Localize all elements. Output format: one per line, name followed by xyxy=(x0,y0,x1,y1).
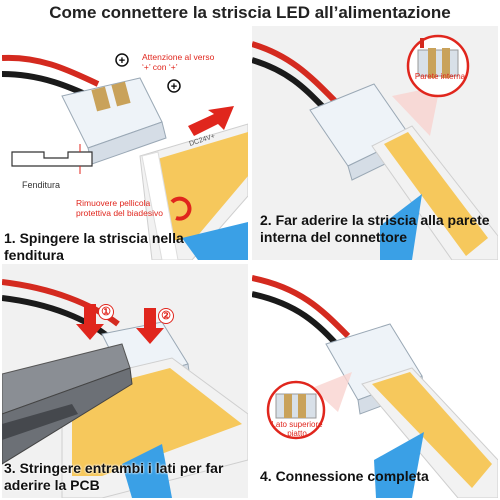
pliers xyxy=(2,343,133,465)
press-arrow-icon-1 xyxy=(76,304,104,340)
plus-icon-2 xyxy=(167,79,181,93)
step-2-caption: 2. Far aderire la striscia alla parete i… xyxy=(260,212,490,245)
plus-icon xyxy=(115,53,129,67)
slot-diagram xyxy=(11,144,93,174)
page-title: Come connettere la striscia LED all’alim… xyxy=(49,3,451,22)
step-4-panel: Lato superiore piatto 4. Connessione com… xyxy=(252,264,498,498)
step-3-illustration xyxy=(2,279,248,498)
inset-magnifier xyxy=(392,34,470,136)
step-2-panel: Parete interna 2. Far aderire la strisci… xyxy=(252,26,498,260)
step-3-panel: ① ② 3. Stringere entrambi i lati per far… xyxy=(2,264,248,498)
marker-two: ② xyxy=(158,308,174,324)
step-1-illustration: + + DC24V+ xyxy=(2,53,248,260)
protective-film xyxy=(374,432,424,498)
step-3-caption: 3. Stringere entrambi i lati per far ade… xyxy=(4,460,224,493)
svg-text:+: + xyxy=(119,55,125,67)
marker-one: ① xyxy=(98,304,114,320)
led-strip xyxy=(361,367,498,498)
push-arrow-icon xyxy=(188,106,234,136)
step-2-illustration xyxy=(252,34,498,260)
step-1-caption: 1. Spingere la striscia nella fenditura xyxy=(4,230,184,260)
step-4-caption: 4. Connessione completa xyxy=(260,468,429,484)
step-1-panel: + + DC24V+ Attenzione al verso ‘+’ con ‘… xyxy=(2,26,248,260)
protective-film xyxy=(122,444,172,498)
polarity-note: Attenzione al verso ‘+’ con ‘+’ xyxy=(142,52,215,72)
inset-magnifier xyxy=(266,372,352,440)
protective-film xyxy=(182,222,248,260)
slot-label: Fenditura xyxy=(22,180,61,190)
divider-vertical xyxy=(249,26,251,500)
press-arrow-icon-2 xyxy=(136,308,164,344)
protective-film xyxy=(380,194,422,260)
remove-film-note: Rimuovere pellicola protettiva del biade… xyxy=(76,198,163,218)
flat-top-label: Lato superiore piatto xyxy=(271,420,323,438)
led-strip xyxy=(139,123,248,260)
svg-text:+: + xyxy=(171,81,177,93)
step-4-illustration xyxy=(252,275,498,498)
led-strip xyxy=(371,125,498,260)
inner-wall-label: Parete interna xyxy=(414,72,466,81)
peel-arrow-icon xyxy=(170,196,192,221)
connector xyxy=(61,77,167,165)
